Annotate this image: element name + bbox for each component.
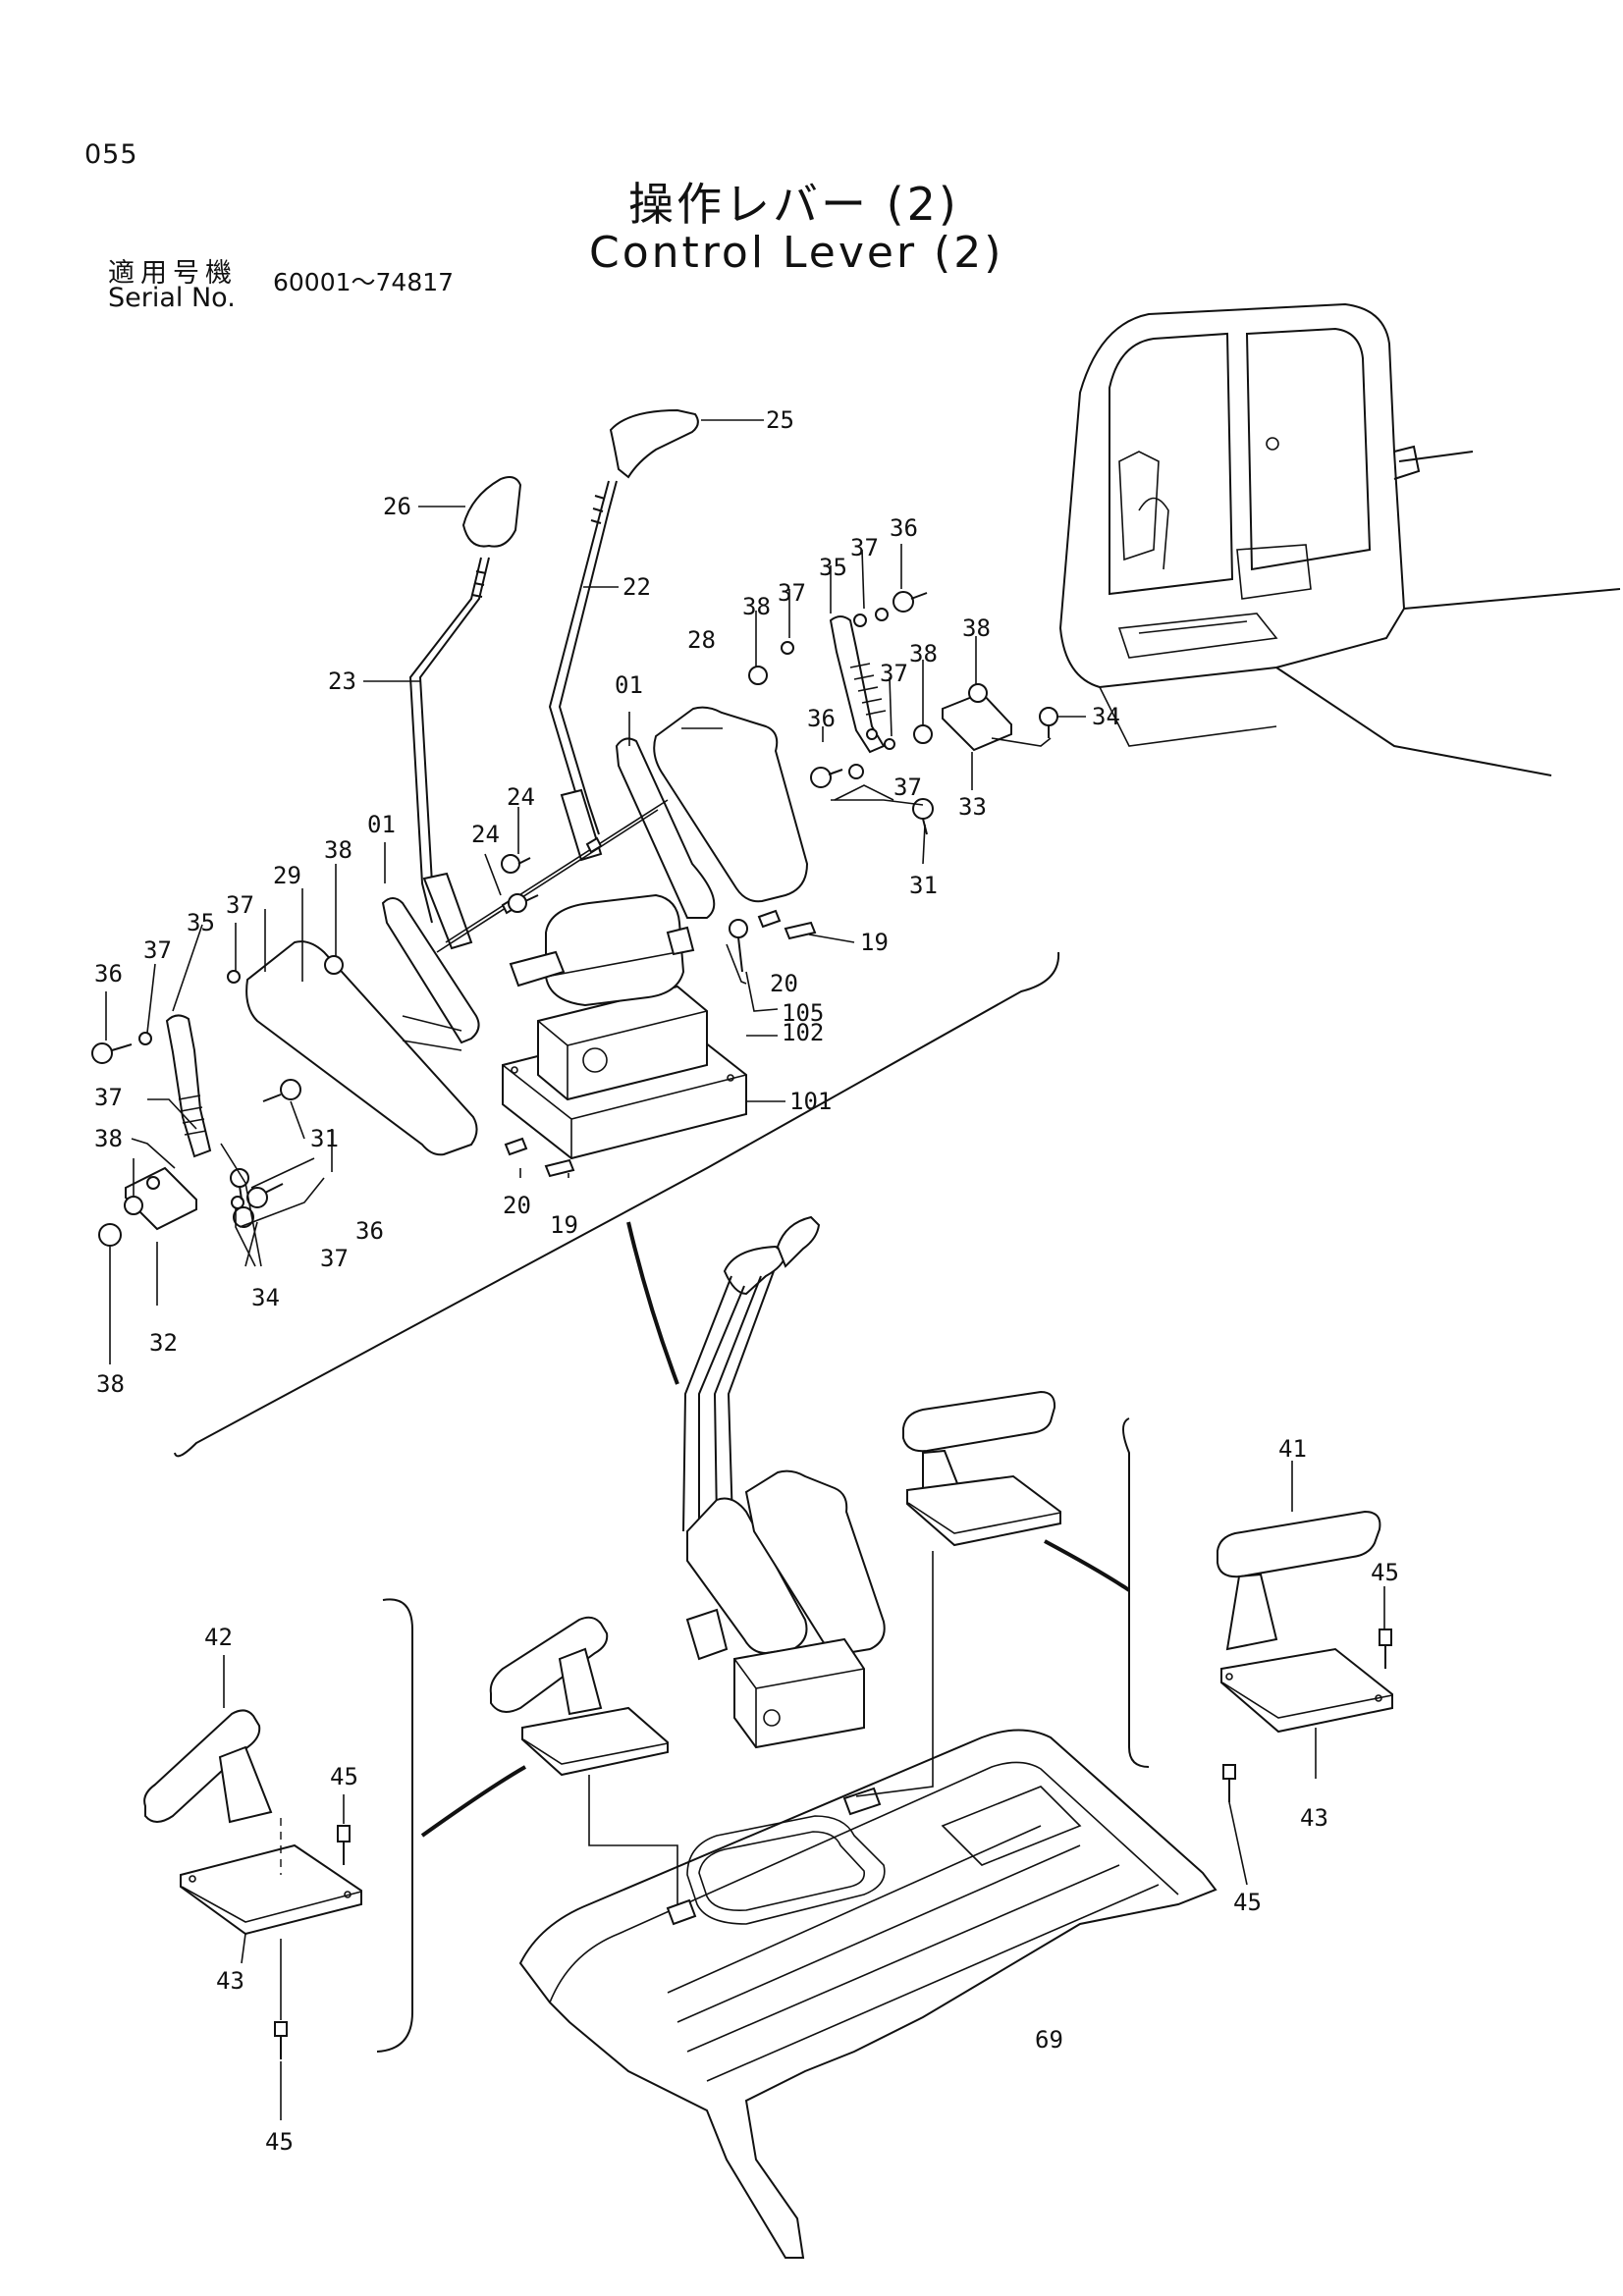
callout-20-lower: 20 — [503, 1192, 531, 1219]
callout-35-right: 35 — [819, 554, 847, 581]
callout-33: 33 — [958, 793, 987, 821]
callout-36-d: 36 — [890, 514, 918, 542]
callout-101: 101 — [789, 1088, 832, 1115]
callout-38-b: 38 — [94, 1125, 123, 1152]
callout-36-a: 36 — [94, 960, 123, 988]
callout-23: 23 — [328, 667, 356, 695]
callout-69: 69 — [1035, 2026, 1063, 2054]
cab-illustration — [1058, 302, 1621, 776]
callout-45-left-lower: 45 — [265, 2128, 294, 2156]
callout-37-g: 37 — [778, 579, 806, 607]
callout-45-left-upper: 45 — [330, 1763, 358, 1790]
serial-label-japanese: 適用号機 — [108, 258, 238, 289]
callout-38-f: 38 — [742, 593, 771, 620]
callout-24-lower: 24 — [471, 821, 500, 848]
callout-31-left: 31 — [310, 1125, 339, 1152]
callout-31-right: 31 — [909, 872, 938, 899]
page-title-japanese: 操作レバー (2) — [628, 178, 959, 231]
callout-37-d: 37 — [320, 1245, 349, 1272]
callout-20-upper: 20 — [770, 970, 798, 997]
callout-01-right: 01 — [615, 671, 643, 699]
callout-43-right: 43 — [1300, 1804, 1328, 1832]
callout-37-h: 37 — [850, 534, 879, 561]
callout-37-c: 37 — [94, 1084, 123, 1111]
callout-41: 41 — [1278, 1435, 1307, 1463]
left-pedal-inset — [143, 1598, 413, 2120]
callout-24-upper: 24 — [507, 783, 535, 811]
callout-38-c: 38 — [96, 1370, 125, 1398]
callout-19-upper: 19 — [860, 929, 889, 956]
callout-36-c: 36 — [807, 705, 836, 732]
callout-102: 102 — [782, 1019, 824, 1046]
callout-37-e: 37 — [893, 774, 922, 801]
callout-26: 26 — [383, 493, 411, 520]
callout-45-right-upper: 45 — [1371, 1559, 1399, 1586]
callout-42: 42 — [204, 1624, 233, 1651]
callout-25: 25 — [766, 406, 794, 434]
callout-32: 32 — [149, 1329, 178, 1357]
callout-19-lower: 19 — [550, 1211, 578, 1239]
exploded-control-lever-group — [91, 408, 1086, 1458]
assembled-view-group — [420, 1215, 1217, 2259]
callout-22: 22 — [622, 573, 651, 601]
callout-28: 28 — [687, 626, 716, 654]
serial-label-english: Serial No. — [108, 283, 236, 313]
right-pedal-inset — [1122, 1417, 1393, 1886]
callout-38-e: 38 — [962, 614, 991, 642]
callout-labels: 25 26 22 23 28 01 01 24 24 29 38 37 35 3… — [94, 406, 1399, 2156]
callout-34-left: 34 — [251, 1284, 280, 1311]
callout-37-f: 37 — [880, 660, 908, 687]
callout-34-right: 34 — [1092, 703, 1120, 730]
callout-43-left: 43 — [216, 1967, 244, 1995]
callout-29: 29 — [273, 862, 301, 889]
callout-45-right-lower: 45 — [1233, 1889, 1262, 1916]
callout-01-left: 01 — [367, 811, 396, 838]
callout-36-b: 36 — [355, 1217, 384, 1245]
serial-range: 60001～74817 — [273, 268, 455, 296]
callout-37-b: 37 — [143, 936, 172, 964]
callout-35-left: 35 — [187, 909, 215, 936]
callout-105: 105 — [782, 999, 824, 1027]
page-number: 055 — [84, 139, 138, 170]
page-title-english: Control Lever (2) — [589, 228, 1004, 278]
callout-37-a: 37 — [226, 891, 254, 919]
callout-38-a: 38 — [324, 836, 352, 864]
callout-38-d: 38 — [909, 640, 938, 667]
